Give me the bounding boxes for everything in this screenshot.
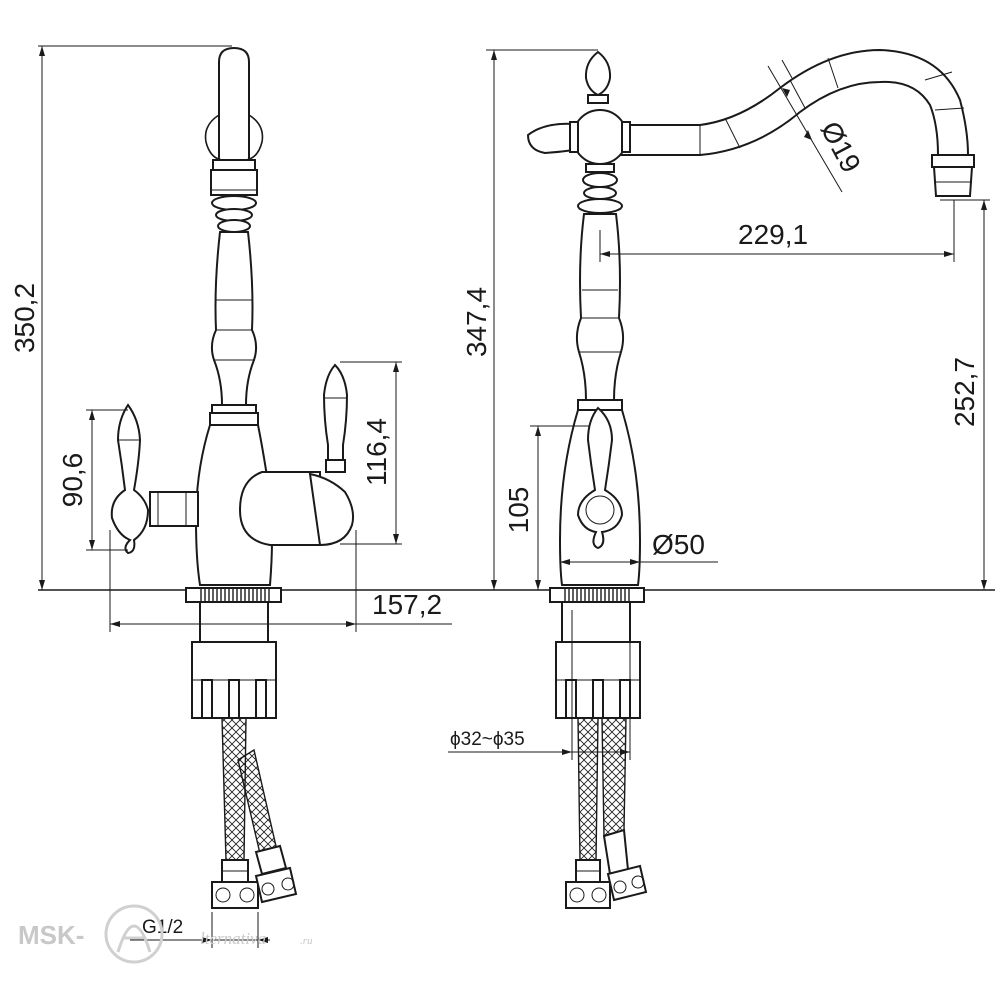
left-cartridge-body [238, 471, 321, 546]
watermark-logo-icon [104, 904, 164, 964]
left-handle-stem [149, 491, 199, 527]
right-dim-base-diameter: Ø50 [652, 529, 705, 560]
right-dim-hole-diameter: ϕ32~ϕ35 [450, 729, 525, 750]
right-dim-spout-reach: 229,1 [738, 219, 808, 250]
right-spout-arm [619, 48, 970, 156]
right-dim-spout-diameter: Ø19 [815, 116, 867, 177]
left-hose-1 [221, 717, 247, 861]
left-spout-nut [210, 169, 258, 196]
watermark: MSK- lternativa .ru [18, 904, 313, 964]
left-cartridge-cap [308, 472, 355, 547]
left-spout-tube [218, 46, 250, 161]
left-cartridge-handle [322, 363, 349, 473]
right-hub [572, 109, 628, 165]
watermark-brand: MSK- [18, 920, 84, 950]
right-hose-1 [577, 717, 599, 861]
left-dim-cartridge-height: 116,4 [361, 418, 392, 486]
right-lever-handle [576, 406, 624, 550]
left-spout-ring [204, 114, 264, 161]
right-faucet-view: 347,4 229,1 252,7 Ø19 105 Ø50 ϕ32~ϕ35 [448, 48, 990, 909]
right-dim-height-total: 347,4 [461, 287, 492, 357]
right-dim-handle-height: 105 [503, 487, 534, 534]
right-dim-spout-height: 252,7 [949, 357, 980, 427]
right-dim-lines [448, 49, 990, 755]
right-spout-tip [931, 154, 975, 168]
left-dim-handle-height: 90,6 [57, 453, 88, 508]
left-dim-height-total: 350,2 [9, 283, 40, 353]
left-dim-lines [38, 45, 452, 948]
left-faucet-view: 350,2 90,6 116,4 157,2 G1/2 [9, 45, 452, 948]
right-top-finial [584, 50, 612, 97]
watermark-suffix: lternativa [200, 929, 266, 948]
right-hose-2 [601, 717, 627, 837]
right-side-knob [526, 122, 575, 155]
watermark-domain: .ru [300, 935, 313, 947]
left-shank [199, 601, 269, 643]
left-spout-collar [212, 159, 256, 171]
left-lever-handle [110, 403, 150, 555]
left-column [210, 231, 258, 406]
left-dim-width: 157,2 [372, 589, 442, 620]
